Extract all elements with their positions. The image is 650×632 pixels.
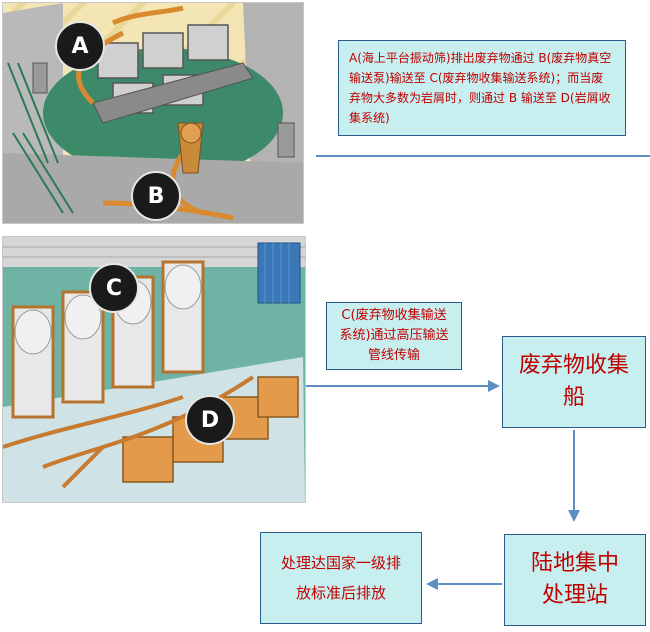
arrow-down-line (573, 430, 575, 512)
waste-collection-ship-box: 废弃物收集船 (502, 336, 646, 428)
onshore-station-box: 陆地集中处理站 (504, 534, 646, 626)
waste-collection-ship-text: 废弃物收集船 (519, 353, 630, 410)
onshore-station-text: 陆地集中处理站 (530, 551, 619, 608)
middle-description-box: C(废弃物收集输送系统)通过高压输送管线传输 (326, 302, 462, 370)
label-c: C (89, 263, 139, 313)
top-illustration: A B (2, 2, 304, 224)
arrow-left-line (436, 583, 502, 585)
middle-description-text: C(废弃物收集输送系统)通过高压输送管线传输 (339, 308, 449, 363)
divider-line (316, 155, 650, 157)
label-d: D (185, 395, 235, 445)
top-description-text: A(海上平台振动筛)排出废弃物通过 B(废弃物真空输送泵)输送至 C(废弃物收集… (349, 51, 612, 125)
drilling-platform-illustration (3, 3, 303, 223)
discharge-text: 处理达国家一级排放标准后排放 (280, 554, 401, 602)
collection-system-illustration (3, 237, 305, 502)
arrow-down-head (568, 510, 580, 522)
top-description-box: A(海上平台振动筛)排出废弃物通过 B(废弃物真空输送泵)输送至 C(废弃物收集… (338, 40, 626, 136)
arrow-to-ship-line (306, 385, 492, 387)
bottom-illustration: C D (2, 236, 306, 503)
label-a: A (55, 21, 105, 71)
label-b: B (131, 171, 181, 221)
arrow-to-ship-head (488, 380, 500, 392)
arrow-left-head (426, 578, 438, 590)
discharge-box: 处理达国家一级排放标准后排放 (260, 532, 422, 624)
